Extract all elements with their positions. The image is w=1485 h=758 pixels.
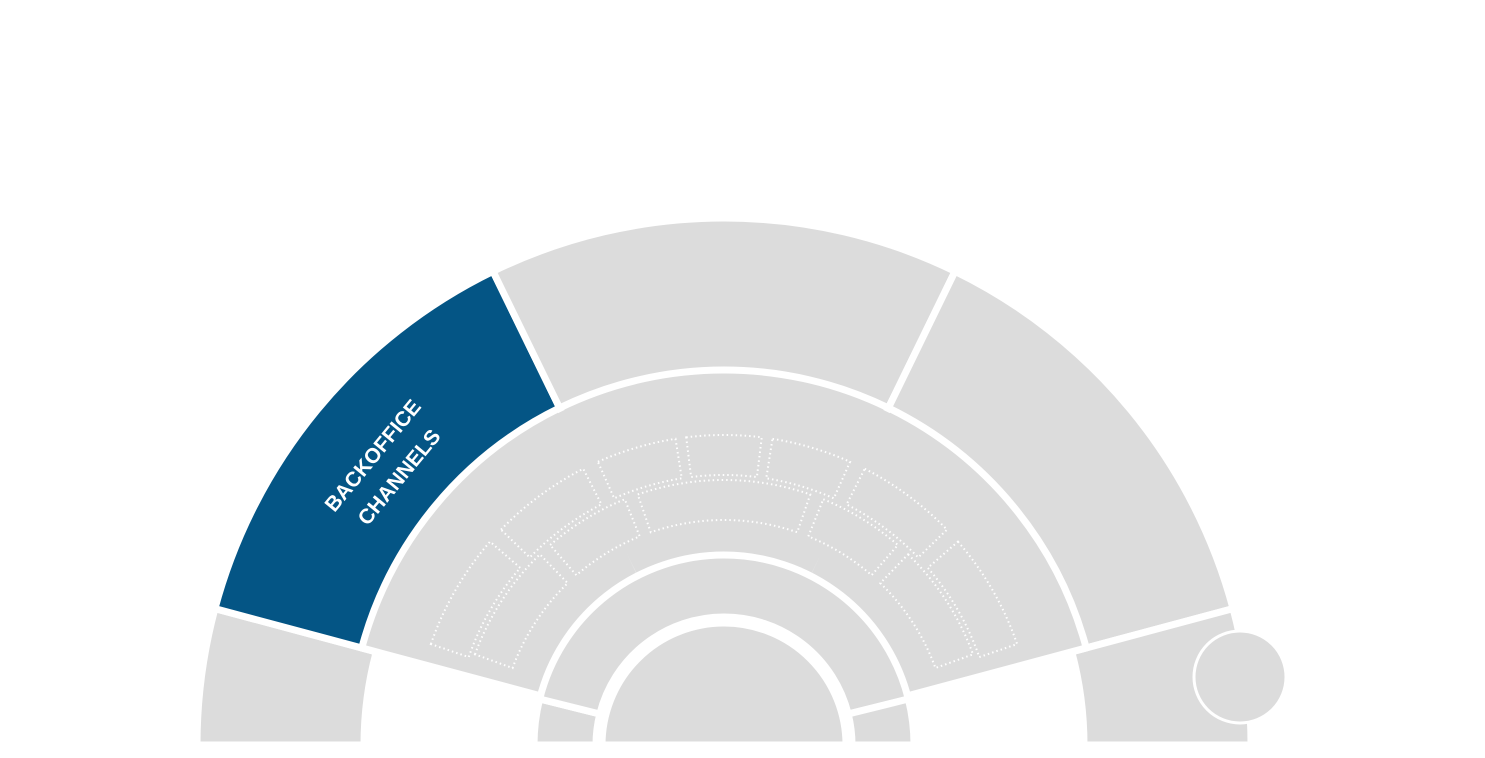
placeholder-block-11 [429, 540, 522, 659]
inner-segment-inner-center[interactable] [536, 551, 912, 718]
placeholder-block-8 [845, 467, 949, 559]
placeholder-block-1 [685, 434, 763, 479]
placeholder-block-12 [926, 540, 1019, 659]
placeholder-block-10 [878, 552, 975, 670]
core-segment[interactable] [598, 619, 850, 749]
corner-circle-button[interactable] [1192, 629, 1288, 725]
placeholder-block-7 [499, 467, 603, 559]
inner-segment-inner-right[interactable] [844, 695, 918, 749]
placeholder-block-4 [765, 437, 852, 500]
placeholder-block-5 [548, 497, 642, 577]
placeholder-block-9 [473, 552, 570, 670]
placeholder-block-3 [596, 437, 683, 500]
placeholder-block-6 [806, 497, 900, 577]
